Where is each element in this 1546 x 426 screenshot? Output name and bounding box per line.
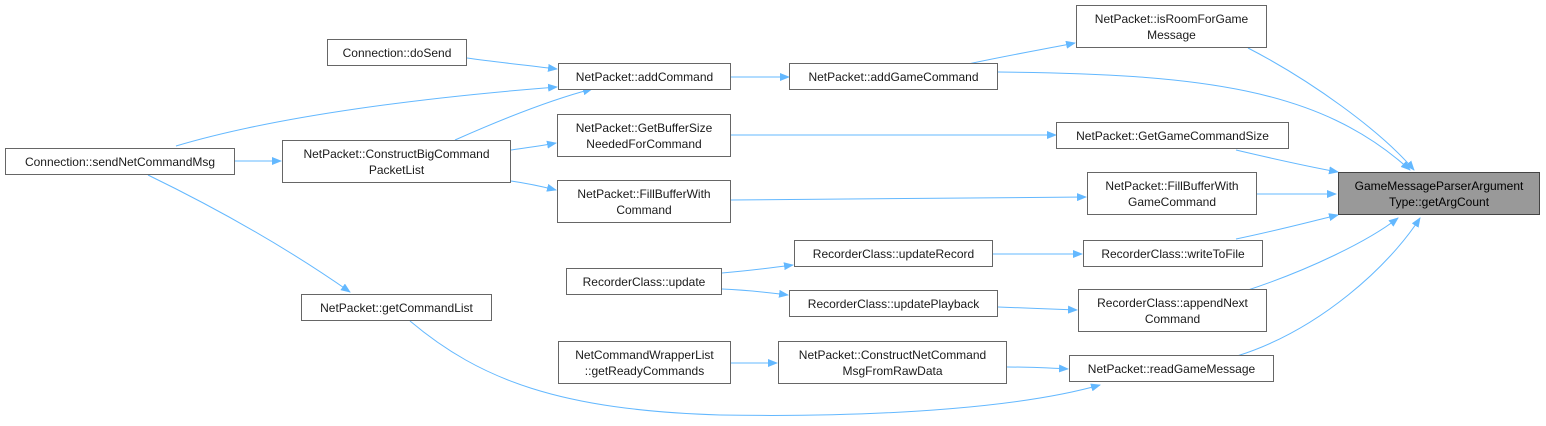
node-label: NetPacket::GetGameCommandSize [1076,128,1269,143]
node-label: NetPacket::isRoomForGame [1094,11,1249,26]
node-updatePlayback[interactable]: RecorderClass::updatePlayback [789,290,998,317]
node-updateRecord[interactable]: RecorderClass::updateRecord [794,240,993,267]
node-label: NetPacket::FillBufferWith [1105,178,1239,193]
node-label: NetPacket::readGameMessage [1087,361,1256,376]
node-label: Connection::doSend [342,45,452,60]
node-constructBig[interactable]: NetPacket::ConstructBigCommand PacketLis… [282,140,511,183]
node-label: Message [1147,27,1196,42]
node-label: NetPacket::getCommandList [320,300,473,315]
node-getBufferSize[interactable]: NetPacket::GetBufferSize NeededForComman… [557,114,731,157]
node-label: Command [1144,311,1201,326]
node-constructNet[interactable]: NetPacket::ConstructNetCommand MsgFromRa… [778,341,1007,384]
node-sendNetCmd[interactable]: Connection::sendNetCommandMsg [5,148,235,175]
edge-recUpdate-to-updateRecord [721,262,794,274]
edge-recUpdate-to-updatePlayback [721,288,789,298]
node-doSend[interactable]: Connection::doSend [327,39,467,66]
edge-sendNetCmd-to-addCommand [175,83,558,147]
edge-constructNet-to-readGame [1006,364,1069,373]
node-label: PacketList [368,162,425,177]
node-label: NetPacket::ConstructBigCommand [303,146,490,161]
edge-getGameCmdSize-to-root [1235,149,1339,175]
node-fillBufGame[interactable]: NetPacket::FillBufferWith GameCommand [1087,172,1257,215]
node-addCommand[interactable]: NetPacket::addCommand [558,63,731,90]
node-getGameCmdSize[interactable]: NetPacket::GetGameCommandSize [1056,122,1289,149]
edge-appendNext-to-root [1241,217,1399,293]
node-appendNext[interactable]: RecorderClass::appendNext Command [1078,289,1267,332]
node-getReady[interactable]: NetCommandWrapperList ::getReadyCommands [558,341,731,384]
edge-writeToFile-to-root [1235,213,1339,240]
node-isroom[interactable]: NetPacket::isRoomForGame Message [1076,5,1267,48]
node-root: GameMessageParserArgument Type::getArgCo… [1338,172,1540,215]
node-label: Type::getArgCount [1388,194,1490,209]
edge-getCmdList-to-readGame [409,320,1101,416]
edge-fillBufCmd-to-fillBufGame [730,193,1087,202]
edge-constructBig-to-addCommand [454,87,593,141]
node-label: NetPacket::addGameCommand [808,69,979,84]
edge-updatePlayback-to-appendNext [997,305,1078,314]
edge-readGame-to-root [1236,217,1421,357]
edge-doSend-to-addCommand [466,57,558,72]
node-label: NetCommandWrapperList [575,347,714,362]
node-label: RecorderClass::updateRecord [812,246,975,261]
node-readGame[interactable]: NetPacket::readGameMessage [1069,355,1274,382]
node-label: ::getReadyCommands [584,363,705,378]
node-label: NeededForCommand [586,136,702,151]
node-label: NetPacket::addCommand [575,69,714,84]
node-label: RecorderClass::appendNext [1097,295,1248,310]
node-label: NetPacket::GetBufferSize [575,120,713,135]
edge-addGameCommand-to-root [997,71,1411,171]
node-recUpdate[interactable]: RecorderClass::update [566,268,722,295]
node-label: GameCommand [1127,194,1217,209]
node-writeToFile[interactable]: RecorderClass::writeToFile [1083,240,1263,267]
edge-isroom-to-root [1247,47,1415,171]
node-label: NetPacket::FillBufferWith [577,186,711,201]
edge-addGameCommand-to-isroom [967,40,1076,65]
node-fillBufCmd[interactable]: NetPacket::FillBufferWith Command [557,180,731,223]
node-label: MsgFromRawData [842,363,943,378]
node-label: Connection::sendNetCommandMsg [24,154,216,169]
node-label: RecorderClass::writeToFile [1101,246,1245,261]
node-addGameCommand[interactable]: NetPacket::addGameCommand [789,63,998,90]
node-label: Command [616,202,672,217]
edge-sendNetCmd-to-getCmdList [147,174,351,293]
node-getCmdList[interactable]: NetPacket::getCommandList [301,294,492,321]
node-label: RecorderClass::update [582,274,706,289]
edge-constructBig-to-fillBufCmd [510,180,557,192]
node-label: GameMessageParserArgument [1354,178,1524,193]
node-label: RecorderClass::updatePlayback [807,296,980,311]
edge-constructBig-to-getBufferSize [510,140,557,151]
node-label: NetPacket::ConstructNetCommand [798,347,987,362]
